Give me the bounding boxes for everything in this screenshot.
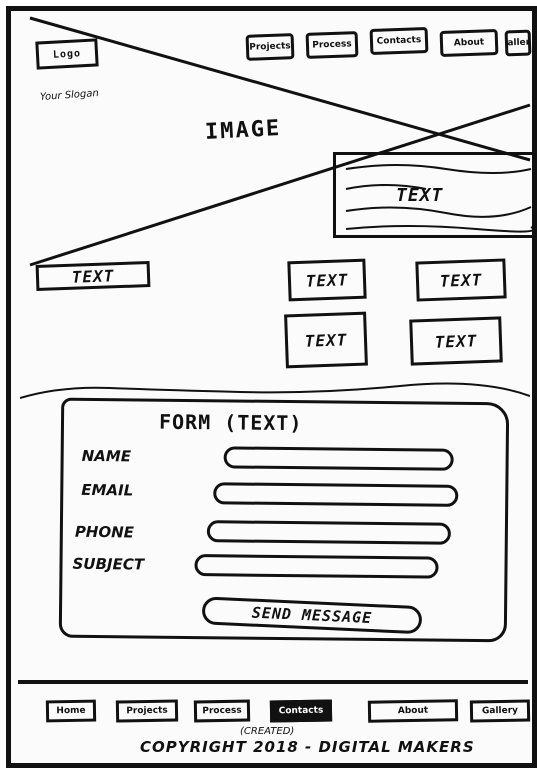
footer-credit-note: (CREATED) — [240, 726, 295, 737]
text-block-1: TEXT — [287, 258, 367, 302]
footer-projects-link[interactable]: Projects — [115, 699, 179, 723]
phone-input[interactable] — [206, 520, 451, 545]
footer-process-link[interactable]: Process — [193, 699, 251, 723]
name-input[interactable] — [223, 446, 454, 471]
phone-label: PHONE — [74, 522, 135, 542]
footer-contacts-link[interactable]: Contacts — [269, 699, 333, 723]
footer-copyright: COPYRIGHT 2018 - DIGITAL MAKERS — [140, 738, 475, 756]
form-title: FORM (TEXT) — [158, 409, 303, 436]
footer-gallery-link[interactable]: Gallery — [469, 699, 531, 723]
content-button[interactable]: TEXT — [35, 261, 151, 291]
hero-text-box: TEXT — [333, 152, 535, 238]
text-block-2: TEXT — [415, 258, 507, 302]
image-cross-line — [29, 103, 531, 267]
text-block-3: TEXT — [284, 311, 368, 369]
text-block-4: TEXT — [409, 316, 503, 366]
hero-image-label: IMAGE — [204, 116, 282, 145]
footer-home-link[interactable]: Home — [45, 699, 97, 723]
email-label: EMAIL — [81, 480, 134, 500]
name-label: NAME — [81, 446, 132, 466]
section-divider — [20, 382, 530, 399]
image-cross-line — [29, 16, 531, 162]
send-message-button[interactable]: SEND MESSAGE — [201, 596, 423, 635]
subject-input[interactable] — [194, 554, 439, 579]
subject-label: SUBJECT — [72, 554, 145, 574]
footer-divider — [18, 680, 528, 684]
text-scribble — [345, 164, 535, 233]
hero-image-placeholder — [29, 16, 531, 267]
email-input[interactable] — [213, 482, 459, 507]
hero-text-label: TEXT — [396, 185, 444, 206]
footer-about-link[interactable]: About — [367, 699, 459, 723]
contact-form: FORM (TEXT) NAME EMAIL PHONE SUBJECT SEN… — [58, 397, 510, 643]
